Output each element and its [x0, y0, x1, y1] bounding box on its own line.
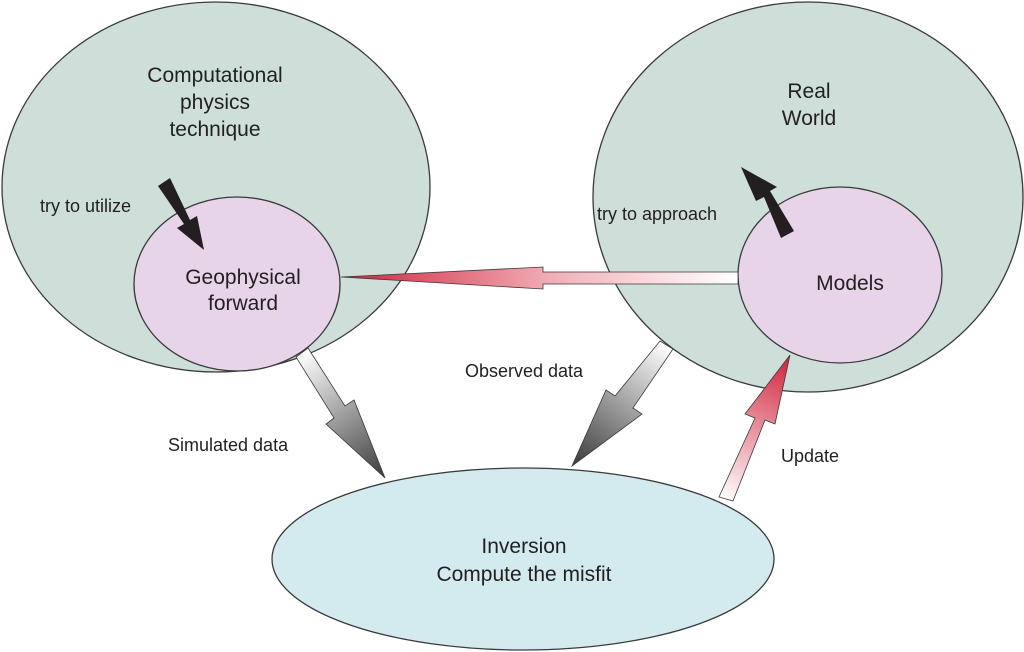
- try-to-approach-label: try to approach: [597, 204, 717, 224]
- computational-title-line1: Computational: [147, 64, 282, 87]
- observed-data-label: Observed data: [465, 361, 584, 381]
- computational-title-line2: physics: [180, 91, 250, 114]
- models-label: Models: [816, 272, 884, 295]
- try-to-utilize-arrow: [158, 178, 204, 250]
- geophysical-forward-circle: [133, 196, 341, 372]
- inversion-line2: Compute the misfit: [436, 563, 611, 586]
- simulated-data-arrow: [295, 347, 386, 479]
- simulated-data-label: Simulated data: [168, 435, 289, 455]
- try-to-utilize-label: try to utilize: [40, 196, 131, 216]
- update-arrow: [718, 354, 791, 502]
- real-world-title-line1: Real: [787, 80, 830, 103]
- update-label: Update: [781, 446, 839, 466]
- inversion-ellipse: [271, 467, 775, 651]
- real-world-title-line2: World: [782, 107, 836, 130]
- models-to-forward-arrow: [340, 266, 739, 290]
- observed-data-arrow: [571, 340, 674, 468]
- geophysical-forward-line2: forward: [208, 292, 278, 315]
- inversion-line1: Inversion: [481, 535, 566, 558]
- try-to-approach-arrow: [741, 167, 794, 238]
- geophysical-forward-line1: Geophysical: [185, 266, 301, 289]
- computational-title-line3: technique: [169, 118, 260, 141]
